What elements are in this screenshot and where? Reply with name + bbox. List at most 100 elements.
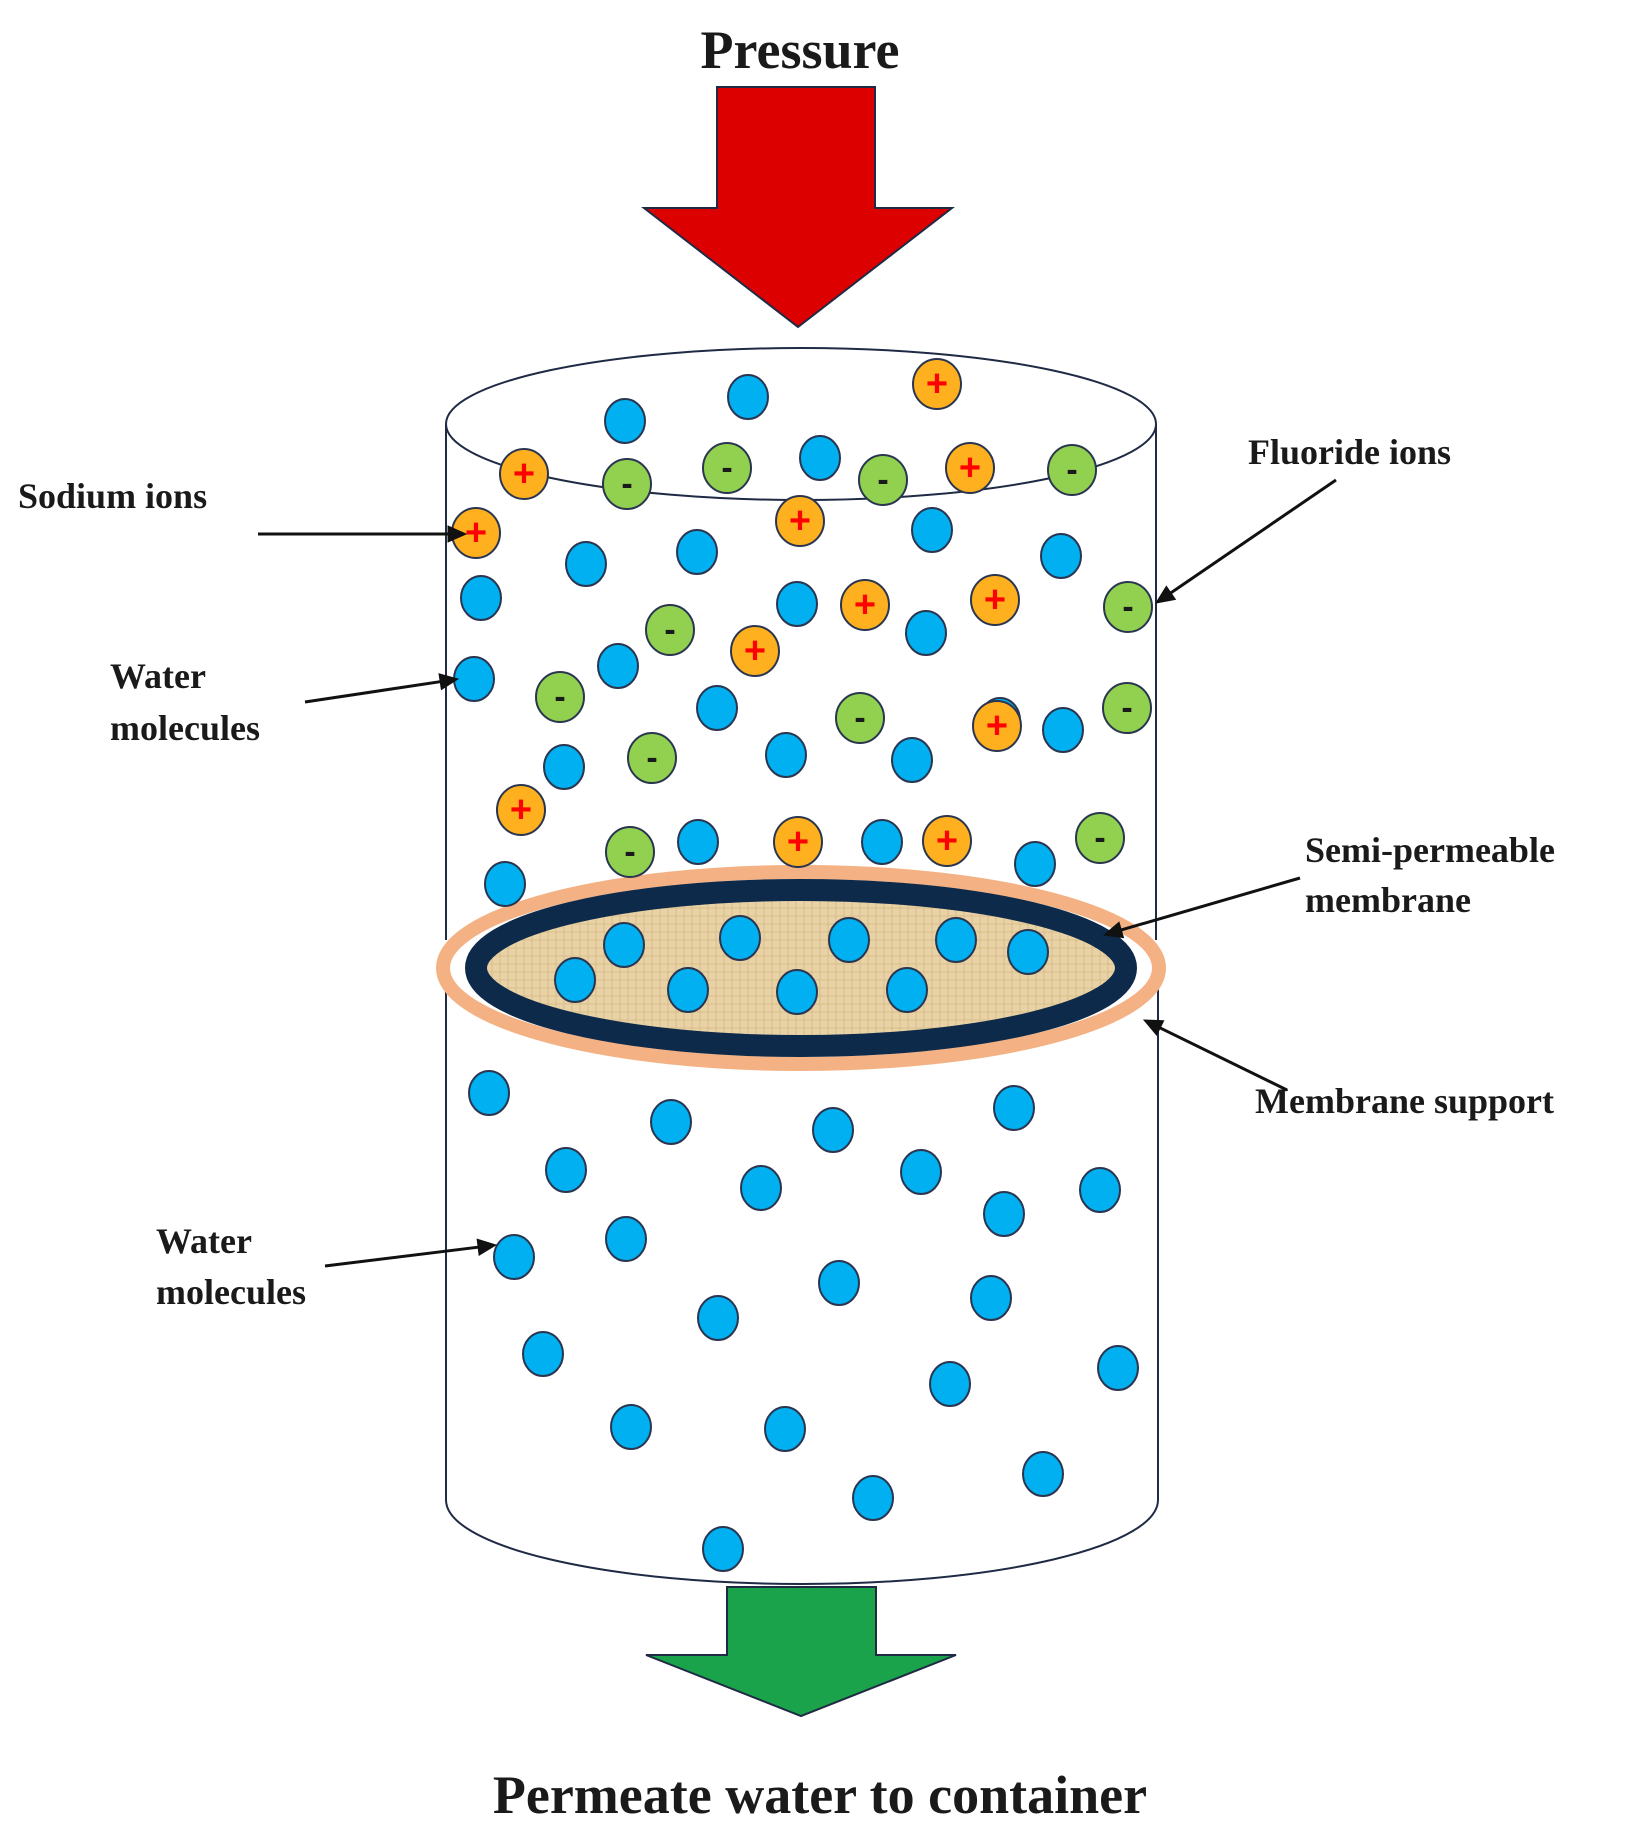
support-pointer-arrow [1142,1019,1288,1092]
fluoride-ion: - [1103,581,1153,633]
pointer-arrows [258,478,1337,1268]
sodium-ion-circle [972,700,1022,752]
water-molecule [993,1085,1035,1131]
water-molecule [983,1191,1025,1237]
sodium-ion-circle [775,495,825,547]
water-molecule-circle [911,507,953,553]
water-molecule-circle [764,1406,806,1452]
water-molecule-circle [676,529,718,575]
water-molecule-circle [935,917,977,963]
plus-sign: + [986,705,1008,747]
water-molecule [1097,1345,1139,1391]
fluoride-ion-circle [605,826,655,878]
water-molecule-circle [522,1331,564,1377]
plus-sign: + [465,512,487,554]
water-molecule [484,861,526,907]
fluoride-ion: - [605,826,655,878]
water-molecule [799,435,841,481]
membrane-pointer-arrow [1102,876,1301,939]
sodium-pointer-arrow [258,525,468,543]
water-molecule [696,685,738,731]
water-molecule-circle [597,643,639,689]
fluoride-pointer-arrow [1154,478,1337,604]
water-molecule-circle [776,581,818,627]
water-molecule-circle [605,1216,647,1262]
water-molecule [812,1107,854,1153]
water-molecule-circle [886,967,928,1013]
sodium-ion: + [451,507,501,559]
water-molecule-circle [740,1165,782,1211]
water-molecule-circle [1042,707,1084,753]
plus-sign: + [744,630,766,672]
water-molecule-circle [970,1275,1012,1321]
water-molecules-upper-label-line2: molecules [110,708,260,748]
water-molecule-circle [983,1191,1025,1237]
pressure-arrow-icon [641,86,955,329]
plus-sign: + [510,789,532,831]
sodium-ion-circle [912,358,962,410]
fluoride-ion-circle [535,671,585,723]
sodium-ions-label: Sodium ions [18,476,207,516]
minus-sign: - [664,611,675,649]
water-molecule-circle [696,685,738,731]
water-molecule [1040,533,1082,579]
water-molecule-circle [765,732,807,778]
fluoride-ion-circle [645,604,695,656]
sodium-ion-circle [840,579,890,631]
water-molecule [891,737,933,783]
minus-sign: - [646,739,657,777]
water-molecule-circle [543,744,585,790]
water-molecule [604,398,646,444]
fluoride-ion-circle [1102,682,1152,734]
sodium-ion: + [499,448,549,500]
permeate-arrow-icon [645,1586,957,1718]
water-molecule [702,1526,744,1572]
water-molecule [543,744,585,790]
water-molecule-circle [828,917,870,963]
water-molecule-circle [468,1070,510,1116]
water-molecule [929,1361,971,1407]
semi-permeable-membrane-label-line2: membrane [1305,880,1471,920]
plus-sign: + [936,820,958,862]
minus-sign: - [1122,588,1133,626]
water-upper-pointer-arrow [304,673,460,704]
sodium-ion: + [922,815,972,867]
sodium-ion: + [970,574,1020,626]
particles: ++---+-++-++-+--+--+-++- [451,358,1153,1572]
sodium-ion: + [775,495,825,547]
fluoride-ion-circle [627,732,677,784]
sodium-ion: + [972,700,1022,752]
water-molecule-circle [545,1147,587,1193]
water-molecule-circle [812,1107,854,1153]
water-molecule [1079,1167,1121,1213]
fluoride-ion: - [535,671,585,723]
fluoride-ion-circle [835,692,885,744]
pressure-label: Pressure [701,20,900,80]
water-molecule [764,1406,806,1452]
water-molecule [727,374,769,420]
sodium-ion: + [773,816,823,868]
water-molecule [935,917,977,963]
water-molecule [565,541,607,587]
water-molecule-circle [1014,841,1056,887]
fluoride-ion-circle [1047,444,1097,496]
water-molecule-circle [1097,1345,1139,1391]
water-molecule [597,643,639,689]
water-molecule-circle [1040,533,1082,579]
water-molecule-circle [1079,1167,1121,1213]
water-molecule [970,1275,1012,1321]
fluoride-ions-label: Fluoride ions [1248,432,1451,472]
water-molecule [765,732,807,778]
cylinder-lower [445,950,1159,1585]
water-molecules-lower-label-line2: molecules [156,1272,306,1312]
water-molecule-circle [667,967,709,1013]
fluoride-ion: - [858,454,908,506]
sodium-ion-circle [730,625,780,677]
membrane-support [436,865,1166,1071]
plus-sign: + [926,363,948,405]
water-molecule-circle [891,737,933,783]
water-molecule-circle [677,819,719,865]
water-molecule-circle [610,1404,652,1450]
water-molecule-circle [852,1475,894,1521]
